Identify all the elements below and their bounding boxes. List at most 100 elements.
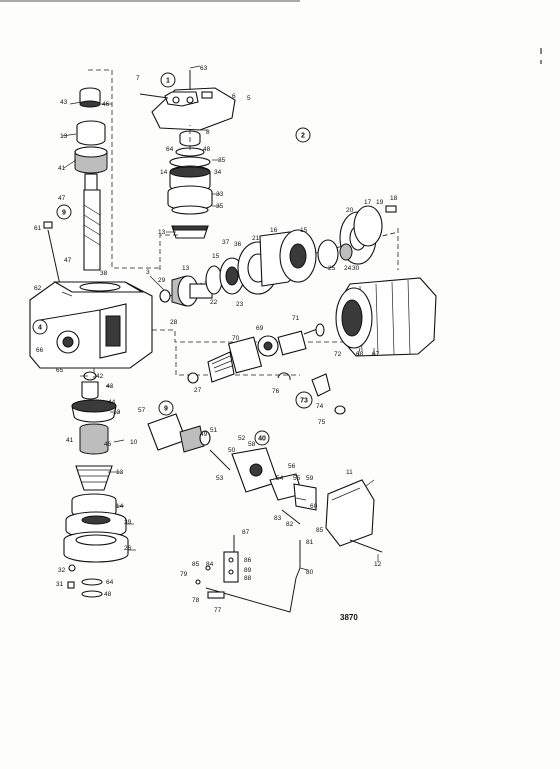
circled-label: 40 <box>258 436 266 443</box>
part-number-label: 47 <box>64 257 72 264</box>
part-number-label: 47 <box>58 195 66 202</box>
part-number-label: 77 <box>214 607 222 614</box>
part-number-label: 74 <box>316 403 324 410</box>
part-number-label: 33 <box>216 191 224 198</box>
part-number-label: 81 <box>306 539 314 546</box>
part-number-label: 65 <box>56 367 64 374</box>
lower-gear-stack <box>63 368 129 598</box>
part-number-label: 5 <box>247 95 251 102</box>
part-number-label: 30 <box>352 265 360 272</box>
part-number-label: 19 <box>376 199 384 206</box>
part-number-label: 7 <box>136 75 140 82</box>
part-number-label: 32 <box>58 567 66 574</box>
part-number-label: 16 <box>270 227 278 234</box>
part-number-label: 15 <box>212 253 220 260</box>
part-number-label: 83 <box>274 515 282 522</box>
universal-joint-shaft <box>187 323 346 415</box>
part-number-label: 17 <box>364 199 372 206</box>
part-number-label: 85 <box>192 561 200 568</box>
part-number-label: 66 <box>36 347 44 354</box>
part-number-label: 22 <box>210 299 218 306</box>
part-number-label: 49 <box>200 431 208 438</box>
main-gear-housing <box>29 281 153 369</box>
part-number-label: 51 <box>210 427 218 434</box>
part-number-label: 54 <box>276 475 284 482</box>
part-number-label: 60 <box>310 503 318 510</box>
part-number-label: 55 <box>293 475 301 482</box>
part-number-label: 46 <box>104 441 112 448</box>
part-number-label: 87 <box>242 529 250 536</box>
part-number-label: 70 <box>232 335 240 342</box>
part-number-label: 43 <box>106 383 114 390</box>
part-number-label: 13 <box>116 469 124 476</box>
leader-lines <box>61 101 379 571</box>
part-number-label: 52 <box>238 435 246 442</box>
part-number-label: 67 <box>372 351 380 358</box>
part-number-label: 43 <box>60 99 68 106</box>
part-number-label: 28 <box>170 319 178 326</box>
circled-label: 9 <box>164 406 168 413</box>
upper-housing-cover <box>139 65 236 131</box>
part-number-label: 21 <box>252 235 260 242</box>
part-number-label: 82 <box>286 521 294 528</box>
part-number-label: 69 <box>256 325 264 332</box>
circled-label: 2 <box>301 133 305 140</box>
rubber-bellows <box>335 277 437 357</box>
horizontal-drive-train <box>159 205 397 307</box>
part-number-label: 34 <box>214 169 222 176</box>
part-number-label: 15 <box>300 227 308 234</box>
part-number-label: 56 <box>288 463 296 470</box>
circled-label: 1 <box>166 78 170 85</box>
part-number-label: 57 <box>138 407 146 414</box>
part-number-label: 62 <box>34 285 42 292</box>
part-number-label: 39 <box>124 519 132 526</box>
part-number-label: 6 <box>232 93 236 100</box>
part-number-label: 68 <box>356 351 364 358</box>
part-number-label: 27 <box>194 387 202 394</box>
part-number-label: 48 <box>203 146 211 153</box>
part-number-label: 61 <box>34 225 42 232</box>
part-number-label: 11 <box>346 469 353 476</box>
left-vertical-shaft-group <box>43 87 108 286</box>
part-number-label: 23 <box>236 301 244 308</box>
side-cover <box>325 479 383 553</box>
part-number-label: 86 <box>244 557 252 564</box>
part-number-label: 46 <box>102 101 110 108</box>
part-number-label: 13 <box>158 229 166 236</box>
part-number-label: 64 <box>166 146 174 153</box>
part-number-label: 36 <box>234 241 242 248</box>
part-number-label: 64 <box>106 579 114 586</box>
part-number-label: 14 <box>116 503 124 510</box>
part-number-label: 58 <box>248 441 256 448</box>
part-number-label: 76 <box>272 388 280 395</box>
part-number-label: 53 <box>216 475 224 482</box>
part-number-label: 18 <box>390 195 398 202</box>
part-number-label: 13 <box>60 133 68 140</box>
part-number-label: 85 <box>316 527 324 534</box>
part-number-label: 25 <box>328 265 336 272</box>
part-number-label: 31 <box>56 581 64 588</box>
part-number-label: 80 <box>306 569 314 576</box>
part-number-label: 20 <box>346 207 354 214</box>
part-number-label: 50 <box>228 447 236 454</box>
part-number-label: 84 <box>206 561 214 568</box>
part-number-label: 41 <box>66 437 74 444</box>
circled-label: 73 <box>300 398 308 405</box>
part-number-label: 48 <box>104 591 112 598</box>
part-number-label: 26 <box>124 545 132 552</box>
shift-linkage <box>195 535 301 613</box>
circled-reference-markers <box>32 72 313 446</box>
part-number-label: 29 <box>158 277 166 284</box>
shift-mechanism <box>147 413 317 525</box>
part-number-label: 12 <box>374 561 382 568</box>
circled-label: 4 <box>38 325 42 332</box>
circled-label: 9 <box>62 210 66 217</box>
part-number-label: 79 <box>180 571 188 578</box>
part-number-label: 38 <box>100 270 108 277</box>
part-number-label: 13 <box>113 409 121 416</box>
part-number-label: 78 <box>192 597 200 604</box>
part-number-label: 44 <box>108 399 116 406</box>
